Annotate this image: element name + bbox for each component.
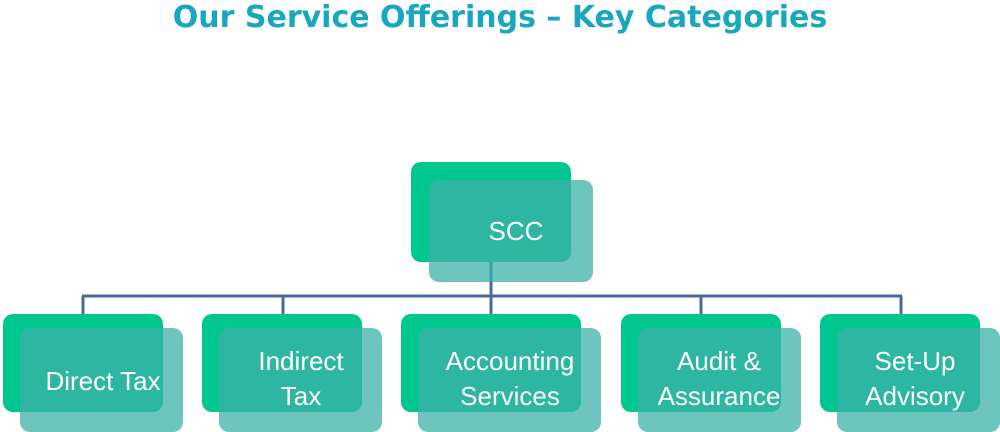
- child-node-direct-tax-front-box: [20, 328, 183, 432]
- child-node-audit-assurance-label: Audit & Assurance: [657, 346, 781, 411]
- child-node-indirect-tax: Indirect Tax: [202, 314, 382, 432]
- child-node-indirect-tax-front-box: [219, 328, 382, 432]
- child-node-setup-advisory-label: Set-Up Advisory: [865, 346, 965, 411]
- child-node-audit-assurance-front-box: [638, 328, 801, 432]
- child-node-direct-tax: Direct Tax: [3, 314, 183, 432]
- child-node-indirect-tax-label: Indirect Tax: [258, 346, 344, 411]
- child-node-accounting-services-label: Accounting Services: [445, 346, 575, 411]
- child-node-audit-assurance: Audit & Assurance: [621, 314, 801, 432]
- child-node-accounting-services-front-box: [418, 328, 601, 432]
- root-node-scc: SCC: [411, 162, 593, 282]
- root-node-front-box: [429, 180, 593, 282]
- root-node-label: SCC: [488, 216, 544, 246]
- child-node-setup-advisory-front-box: [837, 328, 1000, 432]
- child-node-setup-advisory: Set-Up Advisory: [820, 314, 1000, 432]
- diagram-title: Our Service Offerings – Key Categories: [172, 0, 828, 35]
- child-node-direct-tax-label: Direct Tax: [45, 366, 161, 396]
- child-node-accounting-services: Accounting Services: [401, 314, 601, 432]
